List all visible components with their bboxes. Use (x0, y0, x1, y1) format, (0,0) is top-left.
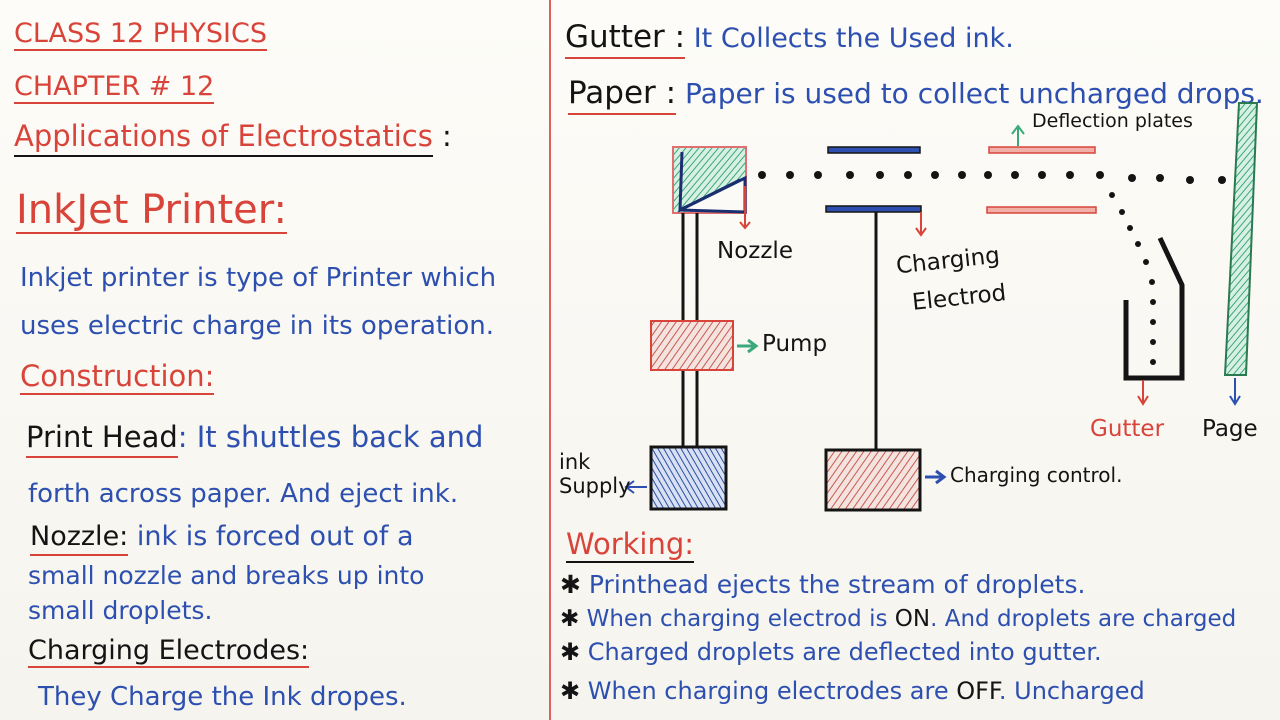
bullet-3: ✱ (560, 638, 581, 666)
applications-heading-text: Applications of Electrostatics (14, 119, 433, 157)
charging-electrode-top (827, 146, 921, 154)
pump-arrow (737, 338, 759, 354)
label-deflection-plates: Deflection plates (1032, 110, 1193, 132)
pump-box (650, 320, 734, 371)
nozzle-term: Nozzle: (30, 521, 129, 556)
working-point-3-text: Charged droplets are deflected into gutt… (587, 638, 1102, 666)
chapter-title: CHAPTER # 12 (14, 71, 215, 104)
working-point-4-b: . Uncharged (998, 677, 1145, 705)
class-title: CLASS 12 PHYSICS (14, 18, 267, 51)
bullet-4: ✱ (560, 677, 581, 705)
gutter-desc: It Collects the Used ink. (685, 23, 1014, 54)
paper-desc: Paper is used to collect uncharged drops… (676, 77, 1264, 110)
deflection-arrow (1011, 124, 1025, 146)
working-point-4: ✱ When charging electrodes are OFF. Unch… (560, 679, 1145, 703)
working-point-2: ✱ When charging electrod is ON. And drop… (560, 608, 1236, 631)
gutter-item: Gutter : It Collects the Used ink. (565, 19, 1014, 59)
working-point-1-text: Printhead ejects the stream of droplets. (588, 570, 1086, 599)
working-point-1: ✱ Printhead ejects the stream of droplet… (560, 572, 1085, 597)
inkjet-printer-heading: InkJet Printer: (16, 187, 287, 234)
applications-heading: Applications of Electrostatics : (14, 119, 452, 157)
ink-supply-arrow (624, 480, 647, 494)
working-point-2-on: ON (894, 606, 931, 632)
applications-colon: : (432, 119, 452, 153)
label-pump: Pump (762, 331, 828, 357)
bullet-1: ✱ (560, 570, 581, 599)
definition-line-1: Inkjet printer is type of Printer which (20, 263, 497, 293)
working-point-4-a: When charging electrodes are (587, 677, 957, 705)
charging-control-box (824, 448, 922, 512)
paper-item: Paper : Paper is used to collect uncharg… (568, 75, 1264, 115)
nozzle-arrow (739, 186, 751, 230)
deflection-plate-bottom (986, 206, 1097, 214)
deflection-plate-top (988, 146, 1096, 154)
page-sheet (1223, 102, 1259, 376)
construction-heading: Construction: (20, 359, 215, 395)
working-heading: Working: (566, 527, 695, 563)
charging-electrode-bottom (825, 205, 922, 213)
charging-control-arrow (925, 469, 947, 485)
inkjet-diagram (624, 102, 1259, 512)
charging-electrodes-term: Charging Electrodes: (28, 635, 310, 668)
droplet-stream (758, 171, 1226, 365)
paper-term: Paper : (568, 75, 677, 115)
working-point-2-a: When charging electrod is (586, 606, 895, 632)
charging-electrodes-desc: They Charge the Ink dropes. (38, 682, 407, 712)
working-point-4-off: OFF (956, 677, 999, 705)
print-head-item: Print Head: It shuttles back and (26, 420, 484, 458)
gutter-shape (1123, 236, 1185, 381)
label-ink: ink (559, 450, 591, 474)
gutter-term: Gutter : (565, 19, 686, 59)
label-nozzle: Nozzle (717, 238, 793, 264)
label-page: Page (1202, 416, 1258, 442)
label-gutter: Gutter (1090, 416, 1165, 442)
print-head-desc-2: forth across paper. And eject ink. (28, 479, 459, 509)
label-charging-control: Charging control. (950, 463, 1123, 487)
working-point-2-b: . And droplets are charged (930, 606, 1237, 632)
print-head-desc: : It shuttles back and (177, 420, 484, 454)
ink-supply-box (649, 445, 728, 511)
print-head-term: Print Head (26, 420, 178, 458)
nozzle-desc: ink is forced out of a (128, 521, 414, 552)
nozzle-item: Nozzle: ink is forced out of a (30, 521, 414, 556)
nozzle-desc-3: small droplets. (28, 596, 213, 625)
column-divider (549, 0, 551, 720)
nozzle-desc-2: small nozzle and breaks up into (28, 561, 425, 590)
bullet-2: ✱ (560, 606, 580, 632)
definition-line-2: uses electric charge in its operation. (20, 311, 495, 341)
label-supply: Supply (559, 474, 631, 498)
working-point-3: ✱ Charged droplets are deflected into gu… (560, 640, 1102, 664)
